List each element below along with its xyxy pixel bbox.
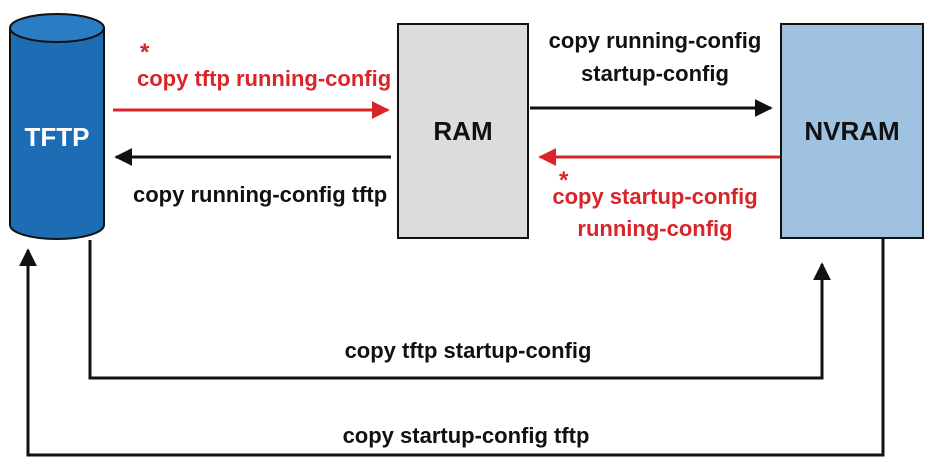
edge-ram-to-tftp: copy running-config tftp	[114, 148, 391, 207]
tftp-cylinder-top	[9, 13, 105, 43]
ram-box	[397, 23, 529, 239]
tftp-to-nvram-label: copy tftp startup-config	[345, 338, 592, 363]
nvram-node: NVRAM	[780, 23, 924, 239]
nvram-to-tftp-label: copy startup-config tftp	[343, 423, 590, 448]
nvram-box	[780, 23, 924, 239]
nvram-to-ram-label-line2: running-config	[577, 216, 732, 241]
edge-ram-to-nvram: copy running-config startup-config	[530, 28, 773, 117]
ram-to-nvram-label-line1: copy running-config	[549, 28, 762, 53]
tftp-to-ram-label: copy tftp running-config	[137, 66, 391, 91]
tftp-cylinder-body	[9, 28, 105, 240]
ram-to-nvram-label-line2: startup-config	[581, 61, 729, 86]
ram-label: RAM	[433, 116, 492, 146]
arrow-nvram-to-tftp	[19, 238, 885, 457]
nvram-label: NVRAM	[804, 116, 899, 146]
ram-node: RAM	[397, 23, 529, 239]
tftp-to-ram-marker: *	[140, 39, 150, 66]
edge-nvram-to-tftp: copy startup-config tftp	[19, 238, 885, 457]
arrow-tftp-to-nvram	[88, 240, 831, 380]
nvram-to-ram-marker: *	[559, 167, 569, 194]
tftp-server-node: TFTP	[9, 13, 105, 240]
edge-nvram-to-ram: * copy startup-config running-config	[538, 148, 780, 241]
nvram-to-ram-label-line1: copy startup-config	[552, 184, 757, 209]
ram-to-tftp-label: copy running-config tftp	[133, 182, 387, 207]
tftp-label: TFTP	[25, 122, 90, 152]
edge-tftp-to-ram: * copy tftp running-config	[113, 39, 391, 119]
edge-tftp-to-nvram: copy tftp startup-config	[88, 240, 831, 380]
